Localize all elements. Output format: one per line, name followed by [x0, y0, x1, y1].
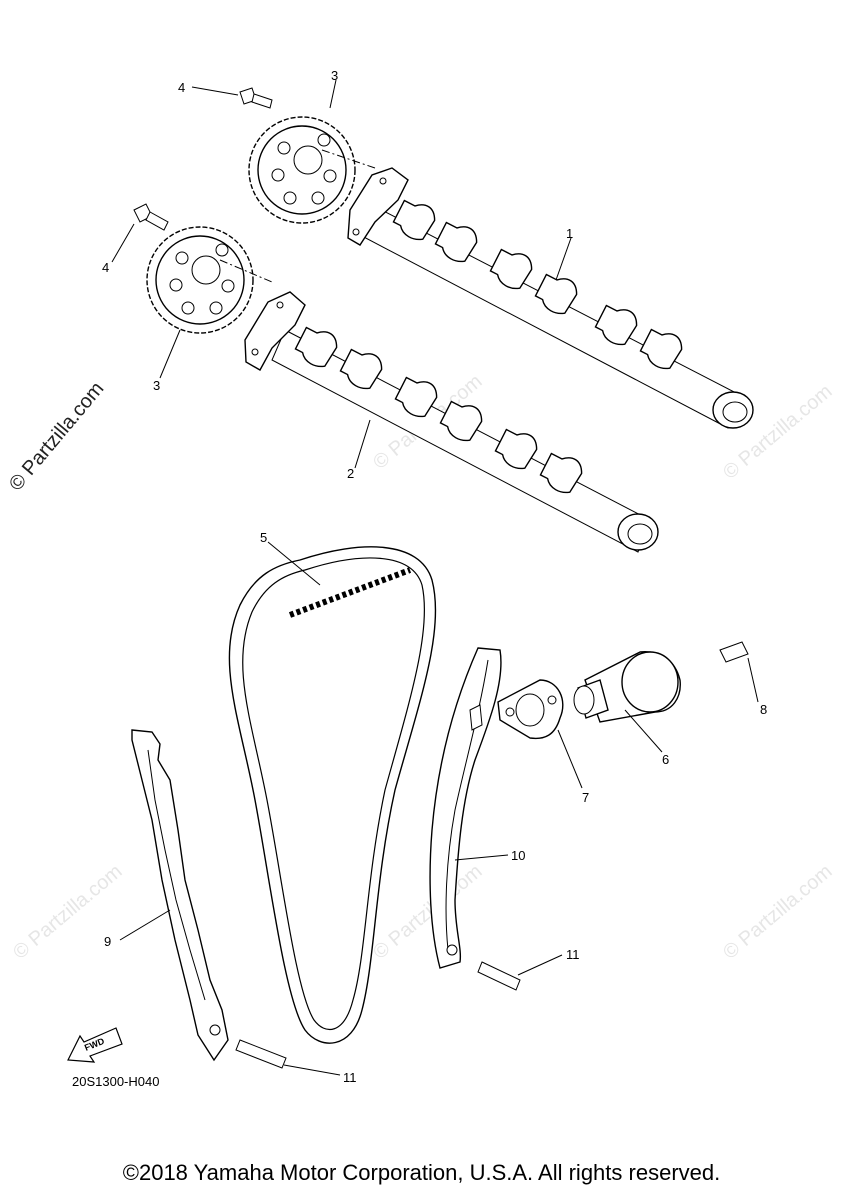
label-part-2: 2 [347, 466, 354, 481]
watermark-group: © Partzilla.com © Partzilla.com © Partzi… [9, 370, 836, 963]
bolt-lower [133, 203, 169, 231]
guide-pin-upper [477, 961, 521, 991]
chain-guide-left [131, 729, 229, 1062]
leader-lines [111, 79, 759, 1076]
watermark-main: © Partzilla.com [5, 378, 108, 495]
watermark-faint: © Partzilla.com [369, 860, 486, 963]
label-part-5: 5 [260, 530, 267, 545]
camshaft-1 [347, 167, 754, 429]
chain-guide-right [429, 647, 502, 969]
alignment-line [321, 149, 376, 169]
label-part-4-upper: 4 [178, 80, 185, 95]
label-part-11-upper: 11 [566, 947, 580, 962]
bolt-upper [239, 87, 273, 109]
tensioner-gasket [497, 679, 564, 740]
label-part-4-lower: 4 [102, 260, 109, 275]
camshaft-2 [244, 291, 659, 553]
guide-pin-lower [235, 1039, 287, 1069]
copyright-notice: ©2018 Yamaha Motor Corporation, U.S.A. A… [122, 1160, 721, 1185]
chain-tensioner [573, 651, 681, 723]
label-part-3-upper: 3 [331, 68, 338, 83]
label-part-7: 7 [582, 790, 589, 805]
cam-chain [228, 546, 437, 1044]
cam-sprocket-lower [146, 226, 254, 334]
diagram-code: 20S1300-H040 [72, 1074, 159, 1089]
label-part-3-lower: 3 [153, 378, 160, 393]
cam-sprocket-upper [248, 116, 356, 224]
label-part-1: 1 [566, 226, 573, 241]
label-part-9: 9 [104, 934, 111, 949]
tensioner-bolt [719, 641, 749, 663]
label-part-10: 10 [511, 848, 525, 863]
alignment-line [219, 259, 273, 283]
label-part-8: 8 [760, 702, 767, 717]
watermark-faint: © Partzilla.com [719, 860, 836, 963]
label-part-11-lower: 11 [343, 1070, 357, 1085]
fwd-arrow-icon: FWD [67, 1027, 123, 1063]
label-part-6: 6 [662, 752, 669, 767]
